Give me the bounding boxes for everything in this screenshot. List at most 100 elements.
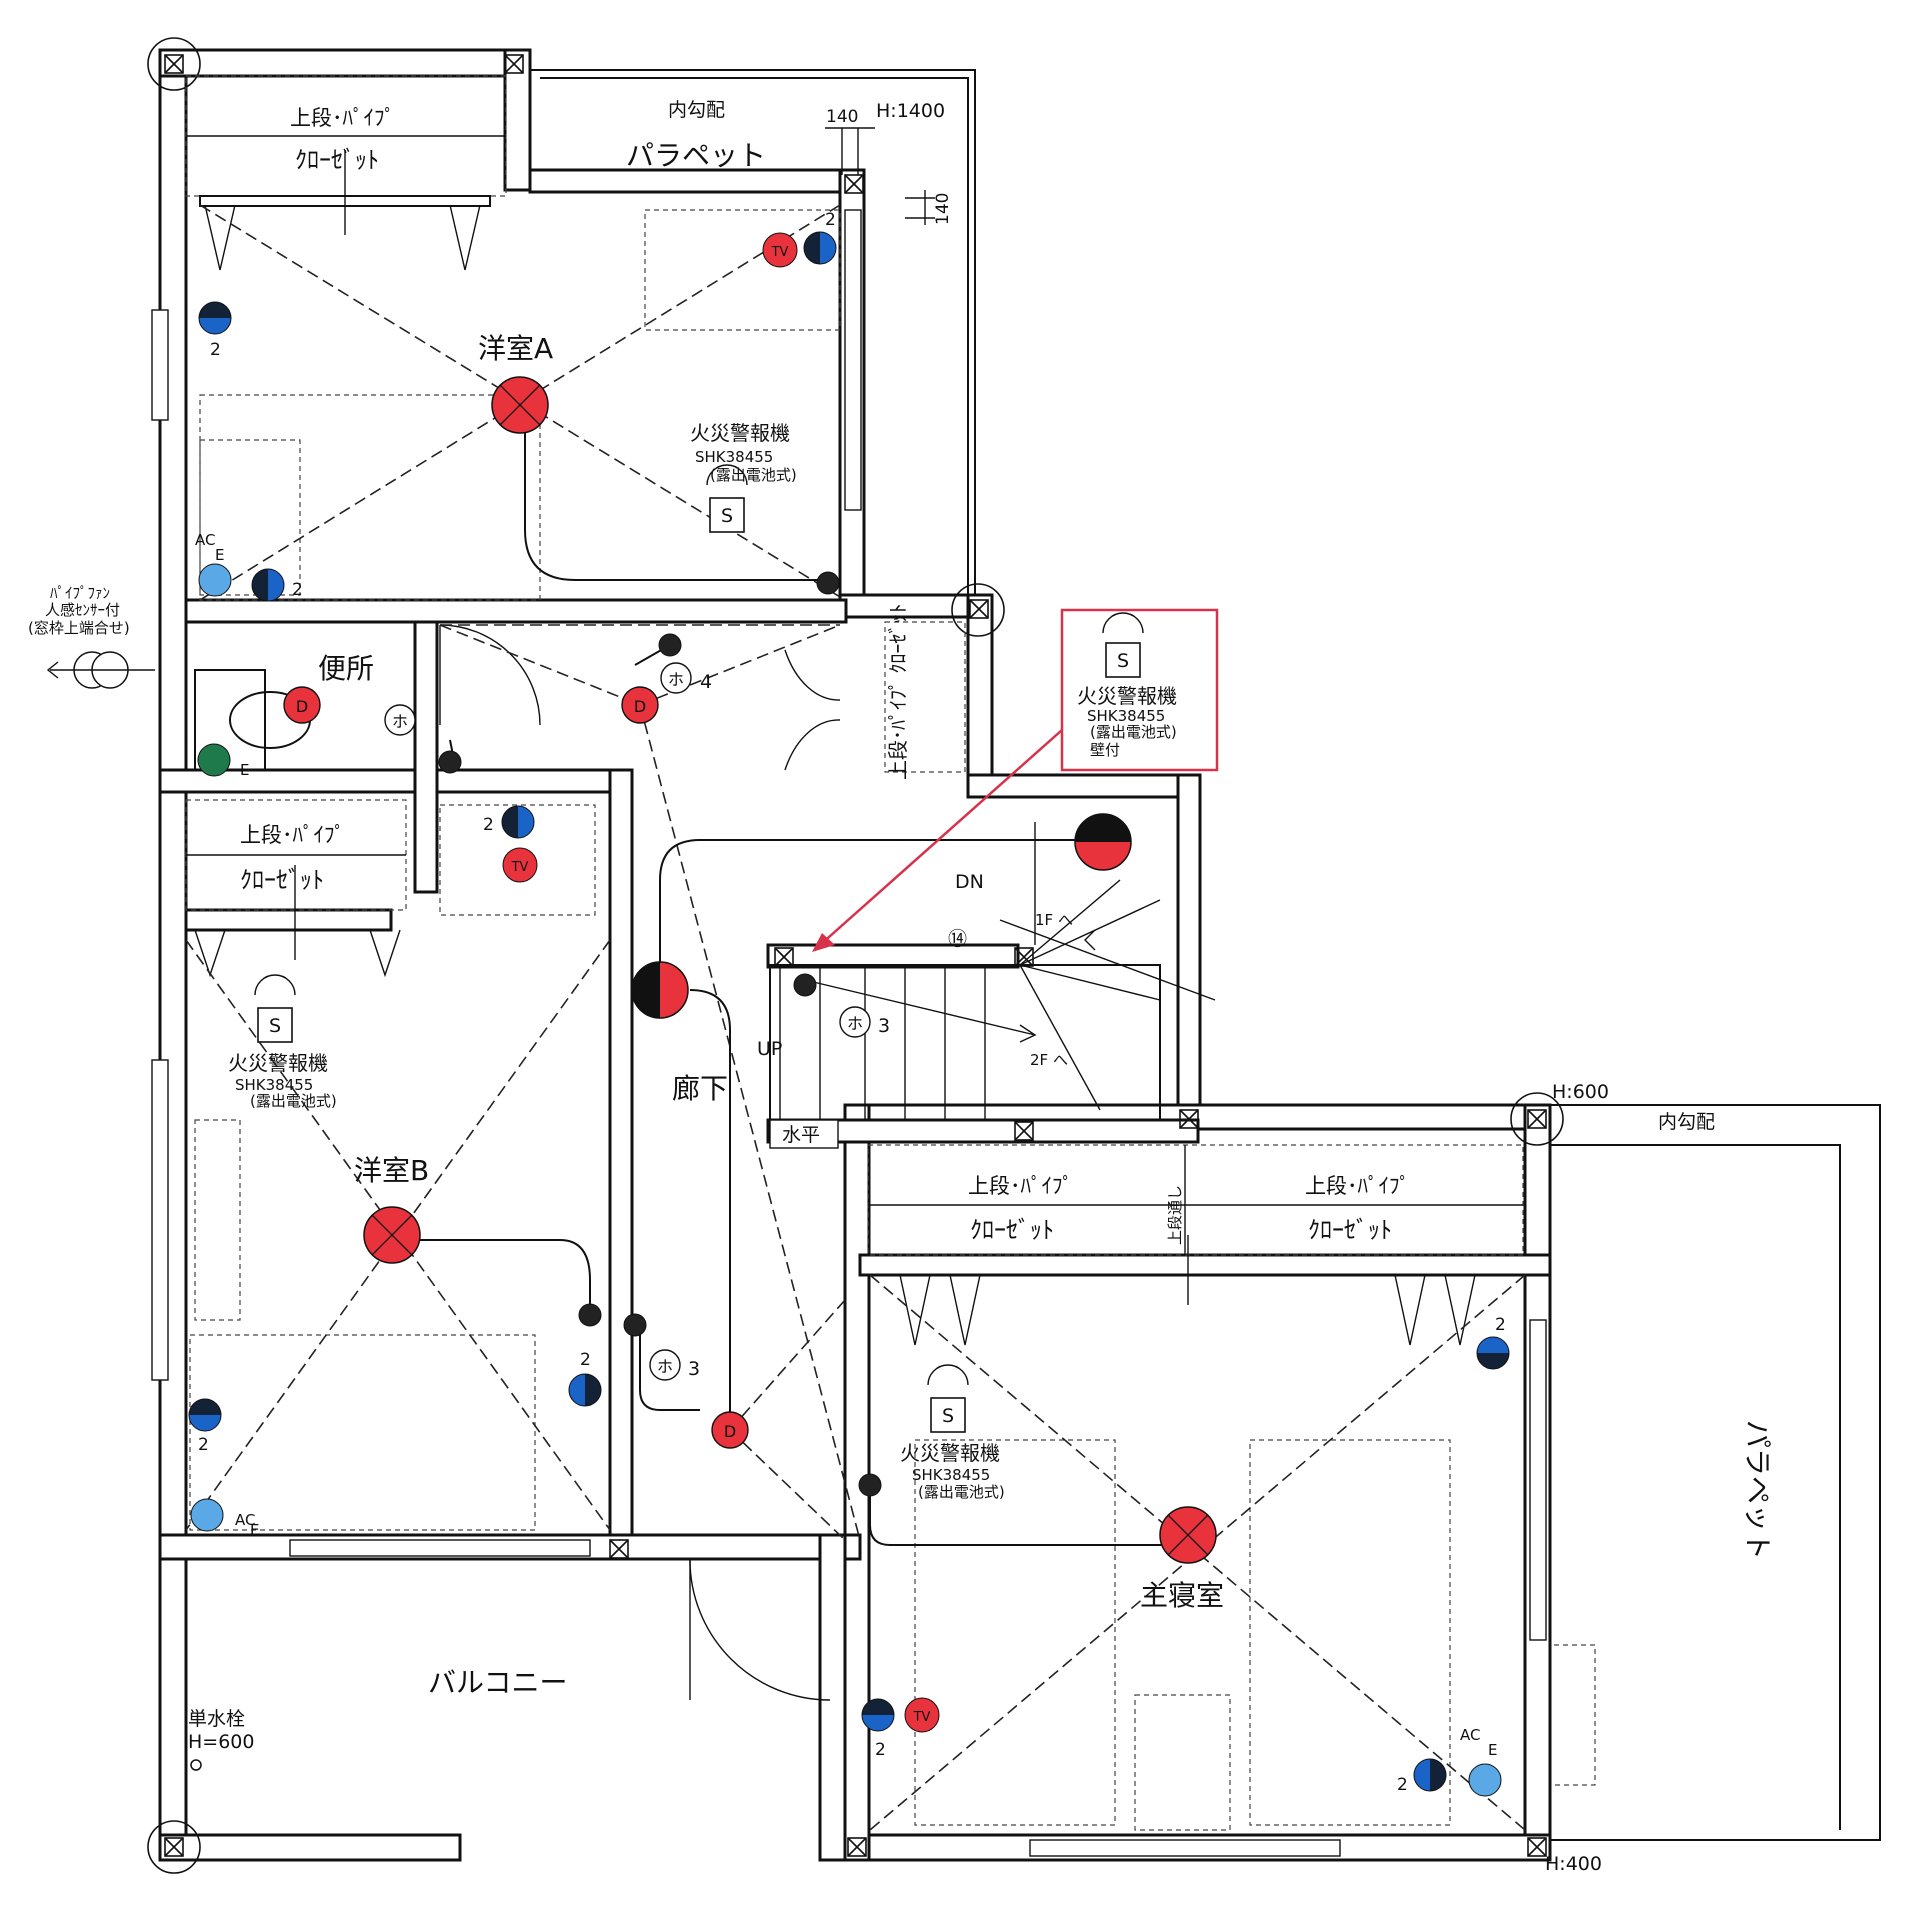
junction-count: 3 bbox=[878, 1015, 890, 1037]
alarm-symbol: S bbox=[1117, 650, 1129, 672]
interior-walls bbox=[158, 598, 1552, 1537]
closet-m2-label: ｸﾛｰｾﾞｯﾄ bbox=[1308, 1216, 1392, 1244]
smoke-alarm-b: S 火災警報機 SHK38455 (露出電池式) bbox=[228, 974, 337, 1110]
roof-outline bbox=[530, 69, 1881, 1841]
smoke-alarm-a: S 火災警報機 SHK38455 (露出電池式) bbox=[690, 421, 797, 533]
fan-label-1: ﾊﾟｲﾌﾟﾌｧﾝ bbox=[50, 584, 110, 602]
switch-dots bbox=[438, 571, 882, 1497]
outlet-e: E bbox=[215, 546, 224, 564]
outlet-count: 2 bbox=[483, 815, 494, 835]
stairs-to-2f: 2F へ bbox=[1030, 1051, 1068, 1069]
windows bbox=[151, 209, 1547, 1857]
closet-a bbox=[185, 75, 507, 271]
tv-label: TV bbox=[511, 860, 529, 875]
suihei-label: 水平 bbox=[782, 1124, 820, 1146]
closet-m2-upper: 上段･ﾊﾟｲﾌﾟ bbox=[1305, 1174, 1410, 1198]
outlet-labels: 2 2 AC E E 2 2 2 2 AC E 2 2 2 AC E bbox=[195, 210, 1506, 1795]
junction-ho-1: ホ 4 bbox=[660, 662, 712, 694]
alarm-symbol: S bbox=[269, 1015, 281, 1037]
alarm-symbol: S bbox=[721, 505, 733, 527]
closet-a-upper: 上段･ﾊﾟｲﾌﾟ bbox=[290, 106, 395, 130]
outlet-count: 2 bbox=[198, 1435, 209, 1455]
junction-label: ホ bbox=[657, 1357, 673, 1376]
junction-ho-3: ホ 3 bbox=[839, 1006, 890, 1038]
outlet-e: E bbox=[1488, 1741, 1497, 1759]
stairs-count: ⑭ bbox=[948, 928, 967, 950]
tv-outlet-master: TV bbox=[904, 1697, 940, 1733]
fan-label-3: (窓枠上端合せ) bbox=[28, 619, 130, 637]
tv-outlets: TV TV TV bbox=[502, 232, 940, 1733]
alarm-type: (露出電池式) bbox=[710, 466, 797, 484]
outlet-e: E bbox=[250, 1521, 259, 1539]
room-label-balcony: バルコニー bbox=[428, 1666, 567, 1699]
outlet-count: 2 bbox=[1495, 1315, 1506, 1335]
closet-master-divider-label: 上段通し bbox=[1166, 1185, 1184, 1245]
junction-label: ホ bbox=[847, 1014, 863, 1033]
stairs bbox=[769, 822, 1216, 1121]
room-label-benjo: 便所 bbox=[318, 652, 374, 685]
height-top: H:1400 bbox=[876, 100, 945, 122]
ceiling-light-room-a bbox=[491, 376, 549, 434]
alarm-title: 火災警報機 bbox=[228, 1051, 328, 1075]
wiring bbox=[405, 405, 1165, 1546]
grid-circles bbox=[147, 37, 1564, 1874]
room-label-yoshitsu-a: 洋室A bbox=[478, 332, 553, 365]
dimension-lines bbox=[825, 127, 935, 225]
alarm-title: 火災警報機 bbox=[690, 421, 790, 445]
closet-b-label: ｸﾛｰｾﾞｯﾄ bbox=[240, 866, 324, 894]
outlet-count: 2 bbox=[875, 1740, 886, 1760]
alarm-title: 火災警報機 bbox=[1077, 684, 1177, 708]
junction-count: 3 bbox=[688, 1358, 700, 1380]
height-bottom: H:400 bbox=[1545, 1853, 1602, 1875]
outlet-count: 2 bbox=[210, 340, 221, 360]
room-label-yoshitsu-b: 洋室B bbox=[354, 1154, 429, 1187]
closet-b bbox=[185, 799, 407, 978]
parapet-label-top: パラペット bbox=[626, 139, 766, 172]
outlet-count: 2 bbox=[1397, 1775, 1408, 1795]
doors bbox=[439, 624, 841, 1701]
pipe-fan: ﾊﾟｲﾌﾟﾌｧﾝ 人感ｾﾝｻｰ付 (窓枠上端合せ) bbox=[28, 584, 155, 689]
dim-140-top: 140 bbox=[826, 107, 858, 127]
tv-label: TV bbox=[913, 1710, 931, 1725]
outlet-ac: AC bbox=[235, 1511, 255, 1529]
alarm-model: SHK38455 bbox=[695, 448, 773, 466]
faucet-icon bbox=[190, 1759, 202, 1771]
downlight-label: D bbox=[634, 697, 646, 716]
stair-light bbox=[1074, 813, 1132, 871]
alarm-callout: S 火災警報機 SHK38455 (露出電池式) 壁付 bbox=[812, 608, 1219, 952]
parapet-label-right: パラペット bbox=[1741, 1420, 1774, 1560]
closet-hall-label: 上段･ﾊﾟｲﾌﾟ ｸﾛｰｾﾞｯﾄ bbox=[886, 604, 910, 780]
outlet-count: 2 bbox=[580, 1350, 591, 1370]
tv-outlet-a: TV bbox=[762, 232, 798, 268]
outlet-count: 2 bbox=[292, 580, 303, 600]
faucet-label: 単水栓 bbox=[188, 1708, 245, 1730]
alarm-model: SHK38455 bbox=[912, 1466, 990, 1484]
alarm-type: (露出電池式) bbox=[1090, 723, 1177, 741]
ceiling-lights bbox=[363, 376, 1217, 1564]
alarm-model: SHK38455 bbox=[235, 1076, 313, 1094]
junction-count: 4 bbox=[700, 671, 712, 693]
alarm-type: (露出電池式) bbox=[918, 1483, 1005, 1501]
ceiling-light-master bbox=[1159, 1506, 1217, 1564]
closet-b-upper: 上段･ﾊﾟｲﾌﾟ bbox=[240, 823, 345, 847]
outlet-ac: AC bbox=[195, 531, 215, 549]
column-markers bbox=[164, 54, 1547, 1857]
alarm-model: SHK38455 bbox=[1087, 707, 1165, 725]
outlet-e: E bbox=[240, 761, 249, 779]
closet-hall bbox=[884, 621, 966, 773]
uchikobai-right: 内勾配 bbox=[1658, 1111, 1715, 1133]
alarm-type: (露出電池式) bbox=[250, 1092, 337, 1110]
height-right: H:600 bbox=[1552, 1081, 1609, 1103]
alarm-wall: 壁付 bbox=[1090, 741, 1120, 759]
faucet-height: H=600 bbox=[188, 1731, 254, 1753]
closet-m1-label: ｸﾛｰｾﾞｯﾄ bbox=[970, 1216, 1054, 1244]
downlights: D D D bbox=[283, 686, 749, 1449]
stairs-up: UP bbox=[757, 1038, 782, 1060]
downlight-label: D bbox=[296, 697, 308, 716]
tv-label: TV bbox=[771, 245, 789, 260]
fan-label-2: 人感ｾﾝｻｰ付 bbox=[45, 601, 120, 619]
stairs-dn: DN bbox=[955, 871, 984, 893]
junction-ho-4: ホ 3 bbox=[649, 1349, 700, 1381]
alarm-title: 火災警報機 bbox=[900, 1441, 1000, 1465]
